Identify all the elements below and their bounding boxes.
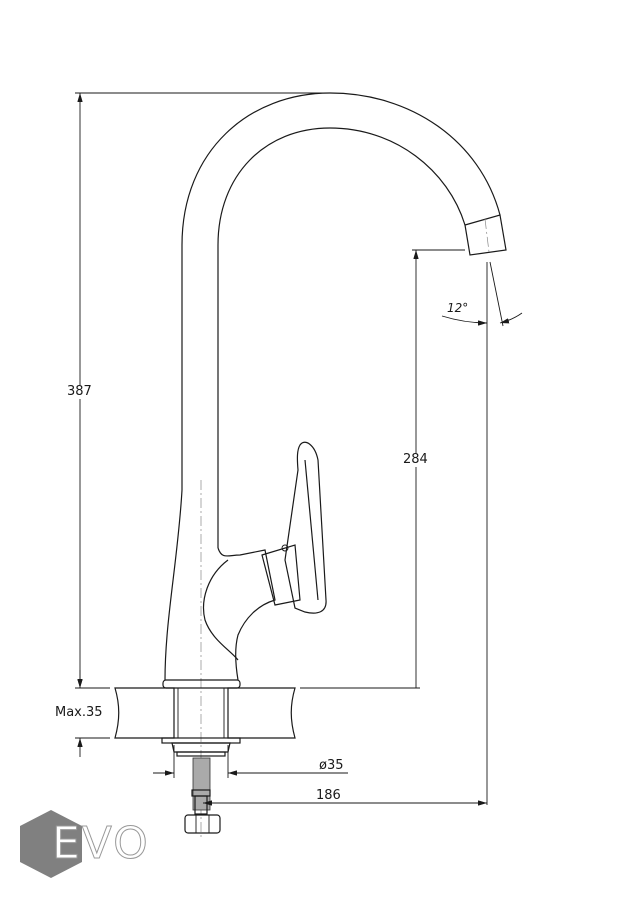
label-284: 284 bbox=[402, 452, 429, 467]
dimension-284 bbox=[300, 249, 465, 689]
spout bbox=[181, 92, 507, 548]
dimension-max35 bbox=[75, 670, 110, 757]
dimension-diameter bbox=[153, 745, 348, 778]
supply-hose bbox=[184, 757, 221, 834]
label-diameter: ø35 bbox=[319, 758, 344, 773]
label-angle: 12° bbox=[447, 301, 469, 315]
label-387: 387 bbox=[66, 384, 93, 399]
faucet-body bbox=[164, 480, 276, 840]
countertop-section bbox=[114, 679, 296, 757]
angle-dimension bbox=[441, 261, 523, 805]
label-max35: Max.35 bbox=[55, 705, 103, 720]
dimension-387 bbox=[75, 92, 330, 689]
label-186: 186 bbox=[316, 788, 341, 803]
evo-logo-hexagon bbox=[20, 810, 82, 878]
handle-lever bbox=[261, 441, 327, 614]
evo-logo-text: EVO bbox=[52, 818, 150, 870]
